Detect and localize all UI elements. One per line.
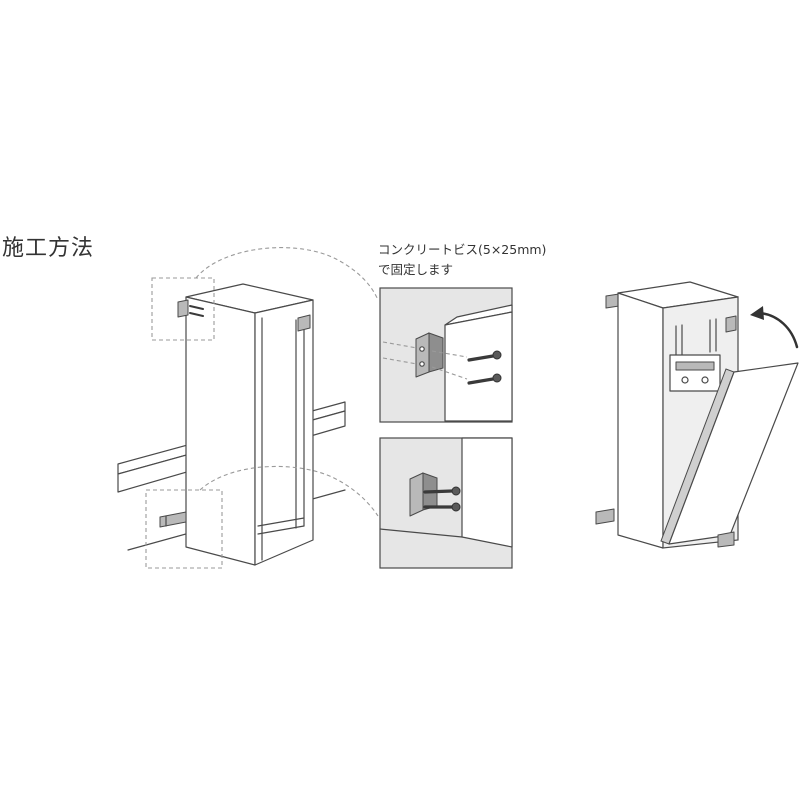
guide-line xyxy=(431,350,468,358)
bracket-hole xyxy=(419,361,425,367)
mount-bracket-bottom xyxy=(159,511,187,528)
detail-frame-top xyxy=(151,277,215,341)
l-bracket xyxy=(415,332,430,378)
screw-head xyxy=(451,486,461,496)
mounted-cabinet xyxy=(117,247,379,569)
mounting-plate xyxy=(669,354,721,392)
callout-line-1: コンクリートビス(5×25mm) xyxy=(378,242,547,257)
top-hinge xyxy=(725,315,737,333)
mount-bracket-bottom xyxy=(595,508,615,525)
cabinet-bottom-side xyxy=(461,437,513,548)
frame-tab xyxy=(297,314,311,332)
page-title: 施工方法 xyxy=(2,236,95,261)
screw xyxy=(189,305,204,310)
mount-bracket-top xyxy=(605,293,620,309)
concrete-screw xyxy=(467,377,495,385)
floor-edge xyxy=(379,528,463,538)
screw xyxy=(189,312,204,317)
plate-screw xyxy=(681,376,689,384)
arrowhead-icon xyxy=(750,306,764,320)
bottom-hinge xyxy=(717,531,735,548)
detail-leader-bottom xyxy=(199,465,379,517)
detail-leader-top xyxy=(195,247,379,301)
plate-bar xyxy=(675,361,715,371)
screw-callout: コンクリートビス(5×25mm) で固定します xyxy=(378,240,546,280)
detail-screw-insertion xyxy=(379,287,513,423)
callout-line-2: で固定します xyxy=(378,262,454,277)
mount-bracket-top xyxy=(177,299,189,318)
open-arrow-icon xyxy=(758,311,799,349)
l-bracket xyxy=(409,472,424,517)
cabinet-side xyxy=(254,299,314,566)
cabinet-corner-side xyxy=(444,311,513,422)
screw-head xyxy=(492,373,502,383)
guide-line xyxy=(382,357,418,365)
frame-crossbar xyxy=(257,525,305,535)
front-door xyxy=(668,362,799,545)
detail-frame-bottom xyxy=(145,489,223,569)
frame-crossbar xyxy=(257,517,305,527)
cabinet-front xyxy=(185,296,256,566)
l-bracket-flange xyxy=(428,332,444,373)
concrete-screw xyxy=(467,354,495,362)
screw-head xyxy=(451,502,461,512)
screw-head xyxy=(492,350,502,360)
plate-screw xyxy=(701,376,709,384)
detail-screw-fixed xyxy=(379,437,513,569)
bracket-hole xyxy=(419,346,425,352)
cabinet-front xyxy=(617,292,664,549)
opened-cabinet xyxy=(595,281,799,549)
guide-line xyxy=(382,341,418,349)
guide-line xyxy=(431,366,468,380)
concrete-screw xyxy=(423,489,454,494)
